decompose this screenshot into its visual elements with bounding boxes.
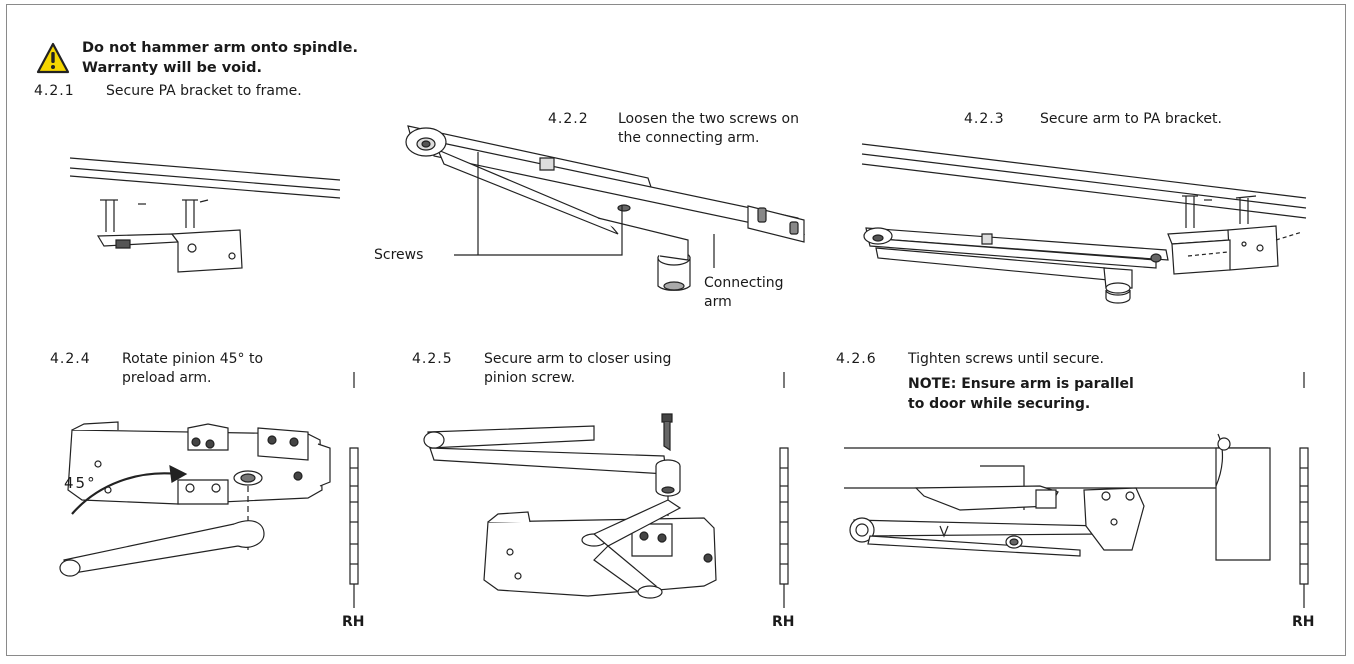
- screws-callout-lines: [446, 150, 646, 260]
- arm-to-bracket-illustration: [856, 140, 1316, 310]
- step-number: 4.2.6: [836, 351, 877, 367]
- rotate-pinion-illustration: [58, 420, 348, 590]
- pinion-screw-illustration: [418, 400, 738, 620]
- warning-line-2: Warranty will be void.: [82, 60, 262, 76]
- step-text: Secure PA bracket to frame.: [106, 83, 302, 99]
- connecting-arm-label: Connecting arm: [704, 275, 784, 310]
- rh-label-1: RH: [342, 614, 365, 630]
- door-hinge-rh-2: [774, 372, 794, 612]
- warning-line-1: Do not hammer arm onto spindle.: [82, 40, 358, 56]
- step-text: Rotate pinion 45° to preload arm.: [122, 351, 264, 386]
- pa-bracket-frame-illustration: [60, 150, 350, 280]
- step-number: 4.2.2: [548, 111, 589, 127]
- step-number: 4.2.1: [34, 83, 75, 99]
- step-number: 4.2.4: [50, 351, 91, 367]
- door-hinge-rh-1: [344, 372, 364, 612]
- step-text: Tighten screws until secure.: [908, 351, 1104, 367]
- rh-label-2: RH: [772, 614, 795, 630]
- angle-label: 45°: [64, 474, 97, 492]
- warning-message: Do not hammer arm onto spindle. Warranty…: [82, 38, 358, 78]
- connecting-arm-illustration: [398, 110, 818, 310]
- connecting-arm-callout-line: [700, 232, 740, 282]
- tighten-screws-illustration: [840, 426, 1280, 596]
- rh-label-3: RH: [1292, 614, 1315, 630]
- step-text: Loosen the two screws on the connecting …: [618, 111, 799, 146]
- note-text: NOTE: Ensure arm is parallel to door whi…: [908, 376, 1134, 412]
- step-text: Secure arm to closer using pinion screw.: [484, 351, 672, 386]
- screws-label: Screws: [374, 247, 424, 263]
- door-hinge-rh-3: [1294, 372, 1314, 612]
- warning-triangle-icon: [36, 42, 70, 76]
- step-number: 4.2.5: [412, 351, 453, 367]
- page-frame: [6, 4, 1346, 656]
- step-text: Secure arm to PA bracket.: [1040, 111, 1222, 127]
- step-number: 4.2.3: [964, 111, 1005, 127]
